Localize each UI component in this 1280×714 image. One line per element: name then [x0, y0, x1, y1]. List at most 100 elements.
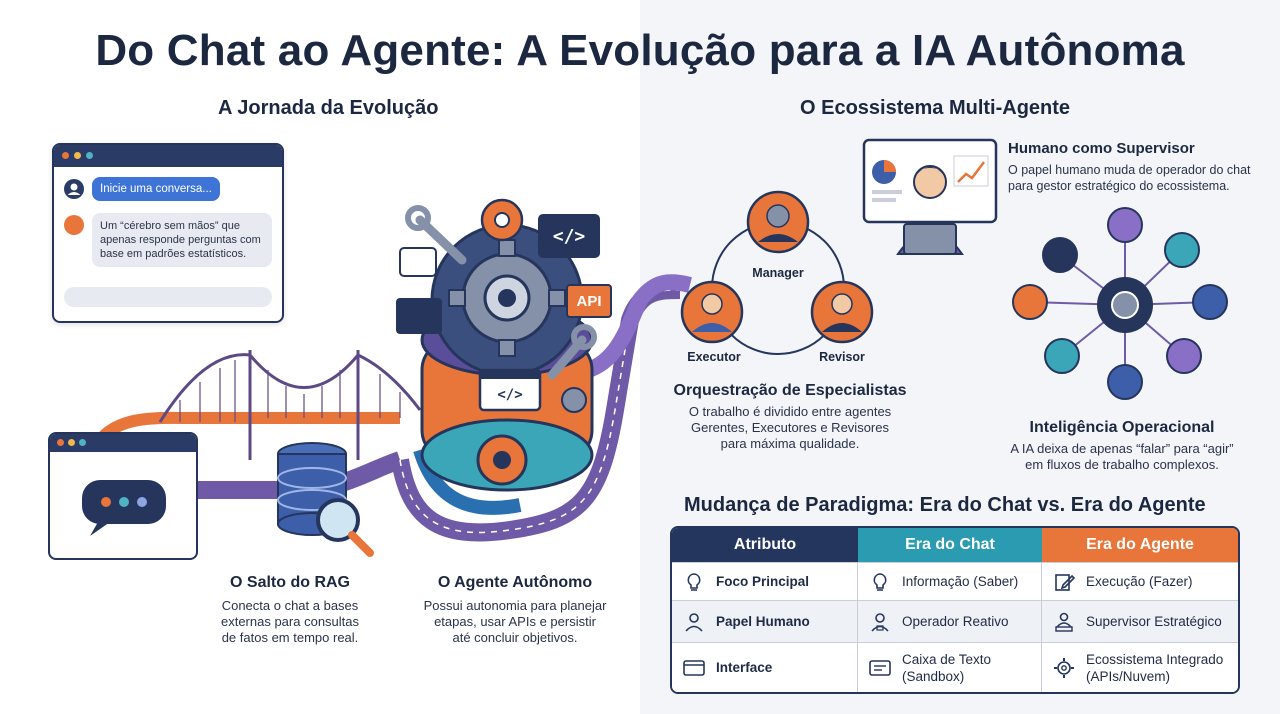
textbox-icon	[869, 659, 891, 676]
journey-heading: A Jornada da Evolução	[218, 97, 439, 119]
operational-description: A IA deixa de apenas “falar” para “agir”…	[996, 441, 1248, 473]
agent-description: Possui autonomia para planejar etapas, u…	[405, 598, 625, 646]
manager-label: Manager	[752, 266, 804, 280]
chat-prompt-bubble: Inicie uma conversa...	[92, 177, 220, 201]
rag-title: O Salto do RAG	[230, 574, 350, 591]
window-dot-icon	[68, 439, 75, 446]
cell-text: Supervisor Estratégico	[1086, 614, 1222, 629]
paradigm-table: Atributo Era do Chat Era do Agente Foco …	[670, 526, 1240, 694]
edit-icon	[1055, 573, 1076, 591]
chat-window: Inicie uma conversa... Um “cérebro sem m…	[52, 143, 284, 323]
cell-text: Execução (Fazer)	[1086, 574, 1193, 589]
agent-line: etapas, usar APIs e persistir	[434, 614, 596, 629]
operational-line: A IA deixa de apenas “falar” para “agir”	[1010, 441, 1234, 456]
executor-agent-icon	[680, 280, 744, 344]
api-badge-icon: API	[566, 284, 612, 318]
lightbulb-icon	[873, 572, 887, 591]
cell-text: Foco Principal	[716, 574, 810, 589]
window-dot-icon	[62, 152, 69, 159]
bot-avatar-icon	[64, 215, 84, 235]
operator-icon	[871, 612, 889, 632]
row-agent-value: Execução (Fazer)	[1042, 563, 1238, 600]
gear-icon	[1054, 657, 1074, 678]
reviewer-agent-icon	[810, 280, 874, 344]
header-chat-era: Era do Chat	[858, 528, 1042, 562]
orchestration-line: Gerentes, Executores e Revisores	[691, 420, 889, 435]
row-attribute: Foco Principal	[672, 563, 858, 600]
document-node-icon	[1107, 207, 1143, 243]
window-icon	[683, 659, 705, 676]
orchestration-line: O trabalho é dividido entre agentes	[688, 404, 892, 419]
ecosystem-heading: O Ecossistema Multi-Agente	[800, 97, 1071, 119]
page-title: Do Chat ao Agente: A Evolução para a IA …	[95, 26, 1185, 75]
agent-title: O Agente Autônomo	[437, 574, 593, 591]
report-node-icon	[1107, 364, 1143, 400]
row-agent-value: Ecossistema Integrado (APIs/Nuvem)	[1042, 643, 1238, 692]
chat-window-titlebar	[54, 145, 282, 167]
window-dot-icon	[79, 439, 86, 446]
database-node-icon	[1012, 284, 1048, 320]
supervisor-icon	[1055, 612, 1073, 632]
autonomous-agent-machine	[396, 198, 597, 492]
human-supervisor-title: Humano como Supervisor	[1008, 140, 1195, 157]
operational-hub-diagram	[1012, 207, 1228, 400]
agent-line: Possui autonomia para planejar	[423, 598, 607, 613]
gear-node-icon	[1192, 284, 1228, 320]
human-supervisor-illustration	[862, 138, 998, 255]
user-avatar-icon	[64, 179, 84, 199]
window-dot-icon	[57, 439, 64, 446]
rag-line: Conecta o chat a bases	[221, 598, 359, 613]
code-screen-icon: </>	[497, 387, 523, 403]
chart-node-icon	[1042, 237, 1078, 273]
orchestration-description: O trabalho é dividido entre agentes Gere…	[660, 404, 920, 452]
chat-reply-bubble: Um “cérebro sem mãos” que apenas respond…	[92, 213, 272, 267]
row-attribute: Papel Humano	[672, 601, 858, 642]
rag-line: externas para consultas	[220, 614, 360, 629]
orchestration-title: Orquestração de Especialistas	[673, 382, 907, 399]
human-line: O papel humano muda de operador do chat	[1008, 163, 1251, 177]
messaging-window	[48, 432, 198, 560]
operational-line: em fluxos de trabalho complexos.	[1025, 457, 1219, 472]
mail-node-icon	[1166, 338, 1202, 374]
cell-text: Interface	[716, 660, 773, 675]
orchestration-line: para máxima qualidade.	[720, 436, 860, 451]
window-dot-icon	[74, 152, 81, 159]
rag-line: de fatos em tempo real.	[221, 630, 359, 645]
table-row: Interface Caixa de Texto (Sandbox) Ecoss…	[672, 642, 1238, 692]
wrench-node-icon	[1164, 232, 1200, 268]
table-row: Foco Principal Informação (Saber) Execuç…	[672, 562, 1238, 600]
cell-text: Informação (Saber)	[902, 574, 1019, 589]
agent-roles-diagram	[680, 190, 874, 355]
header-agent-era: Era do Agente	[1042, 528, 1238, 562]
cell-text: Caixa de Texto (Sandbox)	[902, 651, 992, 684]
chat-input[interactable]	[64, 287, 272, 307]
cell-text: Operador Reativo	[902, 614, 1009, 629]
row-chat-value: Informação (Saber)	[858, 563, 1042, 600]
cell-text: Ecossistema Integrado (APIs/Nuvem)	[1086, 651, 1224, 684]
human-supervisor-description: O papel humano muda de operador do chat …	[1008, 162, 1278, 194]
header-attribute: Atributo	[672, 528, 858, 562]
row-chat-value: Operador Reativo	[858, 601, 1042, 642]
agent-line: até concluir objetivos.	[452, 630, 578, 645]
network-node-icon	[1044, 338, 1080, 374]
row-chat-value: Caixa de Texto (Sandbox)	[858, 643, 1042, 692]
row-attribute: Interface	[672, 643, 858, 692]
executor-label: Executor	[687, 350, 741, 364]
reviewer-label: Revisor	[819, 350, 865, 364]
lightbulb-icon	[687, 572, 701, 591]
operational-title: Inteligência Operacional	[1029, 419, 1215, 436]
row-agent-value: Supervisor Estratégico	[1042, 601, 1238, 642]
manager-agent-icon	[746, 190, 810, 254]
human-line: para gestor estratégico do ecossistema.	[1008, 179, 1230, 193]
code-window-icon: </>	[538, 214, 600, 258]
rag-description: Conecta o chat a bases externas para con…	[200, 598, 380, 646]
messaging-window-titlebar	[50, 434, 196, 452]
speech-bubble-icon	[82, 480, 166, 536]
cell-text: Papel Humano	[716, 614, 810, 629]
table-row: Papel Humano Operador Reativo Supervisor…	[672, 600, 1238, 642]
window-dot-icon	[86, 152, 93, 159]
paradigm-table-title: Mudança de Paradigma: Era do Chat vs. Er…	[684, 494, 1206, 516]
database-search-icon	[277, 442, 374, 557]
table-header: Atributo Era do Chat Era do Agente	[672, 528, 1238, 562]
person-icon	[685, 612, 703, 632]
